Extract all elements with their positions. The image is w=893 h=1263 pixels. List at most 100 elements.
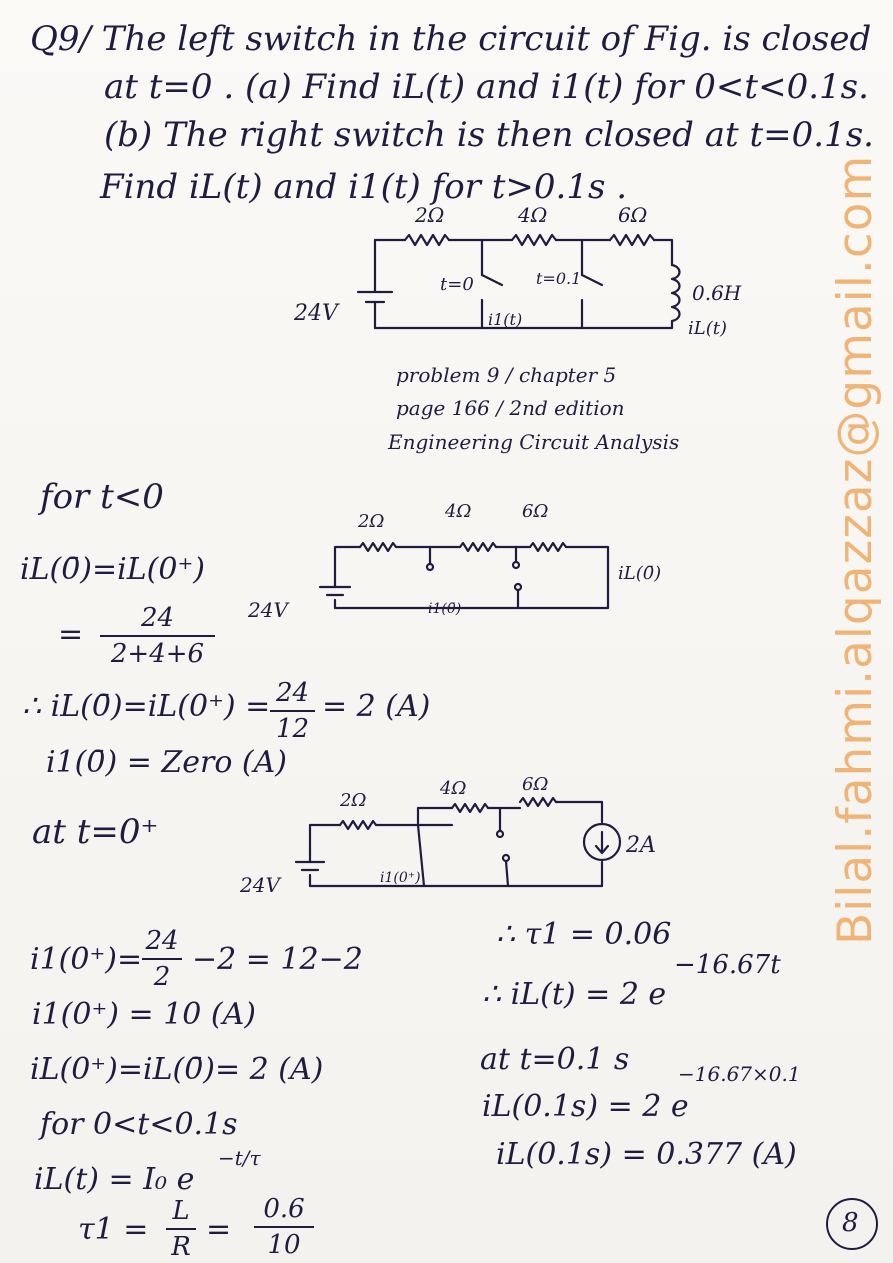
reference-line-1: problem 9 / chapter 5	[396, 363, 617, 387]
problem-line-2: at t=0 . (a) Find iL(t) and i1(t) for 0<…	[104, 67, 869, 107]
c2-r2-label: 4Ω	[444, 501, 471, 522]
resistor-6ohm-symbol	[518, 796, 558, 808]
open-switch-left-contact	[425, 562, 435, 572]
current-source-arrowhead	[594, 844, 610, 855]
problem-line-3: (b) The right switch is then closed at t…	[104, 115, 874, 155]
wire-right-loop	[333, 545, 610, 610]
left-eq-1-den: 2	[153, 962, 171, 992]
c1-iL-label: iL(t)	[688, 318, 727, 339]
section-at-heading: at t=0⁺	[32, 812, 159, 852]
right-eq-3-exponent: −16.67×0.1	[678, 1062, 801, 1086]
fraction-bar	[100, 635, 215, 637]
section-before-heading: for t<0	[40, 477, 164, 517]
left-eq-6-prefix: τ1 =	[78, 1212, 149, 1247]
c1-i1-label: i1(t)	[488, 310, 522, 329]
right-eq-2: ∴ iL(t) = 2 e	[482, 977, 667, 1012]
left-eq-6-num-1: L	[172, 1196, 190, 1226]
before-eq-2-den: 2+4+6	[110, 639, 205, 669]
resistor-4ohm-symbol	[510, 233, 558, 247]
c3-current-source-label: 2A	[625, 833, 656, 858]
page-number-circle	[826, 1198, 878, 1250]
problem-line-4: Find iL(t) and i1(t) for t>0.1s .	[100, 167, 628, 207]
before-eq-4: i1(0̄) = Zero (A)	[46, 745, 287, 780]
fraction-bar	[142, 958, 182, 960]
before-eq-1: iL(0̄)=iL(0⁺)	[20, 552, 205, 587]
before-eq-3-prefix: ∴ iL(0̄)=iL(0⁺) =	[22, 689, 271, 724]
before-eq-2-num: 24	[140, 603, 175, 633]
wire-left-top	[308, 823, 342, 854]
left-eq-5: iL(t) = I₀ e	[34, 1162, 195, 1197]
left-eq-6-num-2: 0.6	[263, 1194, 305, 1224]
resistor-6ohm-symbol	[608, 233, 656, 247]
before-eq-3-fraction: 24 12	[270, 680, 315, 742]
c2-source-label: 24V	[247, 598, 290, 622]
left-eq-4: for 0<t<0.1s	[40, 1107, 238, 1142]
wire-left-top	[333, 545, 362, 577]
resistor-2ohm-symbol	[338, 819, 378, 831]
right-eq-5: iL(0.1s) = 0.377 (A)	[496, 1137, 797, 1172]
open-switch-contact	[495, 829, 505, 839]
switch-right-blade	[580, 273, 604, 287]
resistor-4ohm-symbol	[458, 541, 498, 553]
resistor-2ohm-symbol	[358, 541, 398, 553]
open-switch-right-contact	[511, 560, 521, 570]
fraction-bar	[270, 710, 315, 712]
resistor-4ohm-symbol	[450, 802, 490, 814]
reference-line-3: Engineering Circuit Analysis	[388, 430, 680, 454]
right-eq-2-exponent: −16.67t	[674, 950, 781, 980]
wire-right-loop	[308, 800, 604, 888]
left-eq-2: i1(0⁺) = 10 (A)	[32, 997, 257, 1032]
short-branch	[416, 823, 426, 888]
reference-line-2: page 166 / 2nd edition	[396, 396, 625, 420]
before-eq-3-num: 24	[275, 678, 310, 708]
circuit-diagram-1: 2Ω 4Ω 6Ω 24V t=0 t=0.1 0.6H i1(t) iL(t)	[293, 203, 742, 339]
c1-source-label: 24V	[293, 301, 340, 326]
wire-top-2	[416, 806, 522, 827]
open-switch-lower-stub	[504, 859, 510, 888]
left-eq-3: iL(0⁺)=iL(0̄)= 2 (A)	[30, 1052, 324, 1087]
c2-iL-label: iL(0̄)	[618, 563, 661, 584]
circuit-diagram-3: 2Ω 4Ω 6Ω 24V i1(0⁺) 2A	[239, 774, 656, 897]
left-eq-6-den-2: 10	[267, 1230, 301, 1260]
right-eq-4: iL(0.1s) = 2 e	[482, 1089, 689, 1124]
left-eq-6-fraction-2: 0.6 10	[254, 1196, 314, 1258]
left-eq-1-suffix: −2 = 12−2	[192, 942, 363, 977]
c3-r3-label: 6Ω	[522, 774, 548, 795]
right-eq-1: ∴ τ1 = 0.06	[496, 917, 672, 952]
c2-r1-label: 2Ω	[357, 511, 384, 532]
left-eq-1-num: 24	[145, 926, 179, 956]
switch-left-blade	[480, 273, 504, 287]
before-eq-3-den: 12	[275, 714, 310, 744]
c2-i1-label: i1(0̄)	[428, 601, 461, 617]
c1-switch-left-label: t=0	[440, 274, 474, 295]
left-eq-1-prefix: i1(0⁺)=	[30, 942, 143, 977]
inductor-symbol	[670, 263, 681, 323]
wire-top-3	[652, 238, 674, 267]
wire-left-top	[373, 238, 407, 272]
c3-source-label: 24V	[239, 873, 282, 897]
fraction-bar	[166, 1228, 196, 1230]
c3-i1-label: i1(0⁺)	[380, 870, 421, 886]
left-eq-5-exponent: −t/τ	[218, 1146, 261, 1170]
before-eq-2-fraction: 24 2+4+6	[100, 605, 215, 667]
before-eq-2-prefix: =	[58, 617, 84, 652]
problem-line-1: Q9/ The left switch in the circuit of Fi…	[30, 19, 872, 59]
circuit-diagram-2: 2Ω 4Ω 6Ω 24V i1(0̄) iL(0̄)	[247, 501, 661, 622]
left-eq-6-fraction-1: L R	[166, 1198, 196, 1260]
left-eq-1-fraction: 24 2	[142, 928, 182, 990]
current-source-circle	[582, 822, 622, 862]
wire-right	[373, 316, 674, 330]
before-eq-3-suffix: = 2 (A)	[322, 689, 431, 724]
resistor-6ohm-symbol	[528, 541, 568, 553]
fraction-bar	[254, 1226, 314, 1228]
c1-switch-right-label: t=0.1	[536, 269, 581, 288]
email-watermark: Bilal.fahmi.alqazzaz@gmail.com	[828, 154, 883, 945]
right-eq-3: at t=0.1 s	[480, 1042, 630, 1077]
page-number: 8	[842, 1208, 859, 1238]
c1-r3-label: 6Ω	[618, 203, 647, 227]
c1-r2-label: 4Ω	[517, 203, 547, 227]
c1-r1-label: 2Ω	[414, 203, 444, 227]
c1-inductor-label: 0.6H	[692, 281, 742, 305]
left-eq-6-den-1: R	[171, 1232, 191, 1262]
